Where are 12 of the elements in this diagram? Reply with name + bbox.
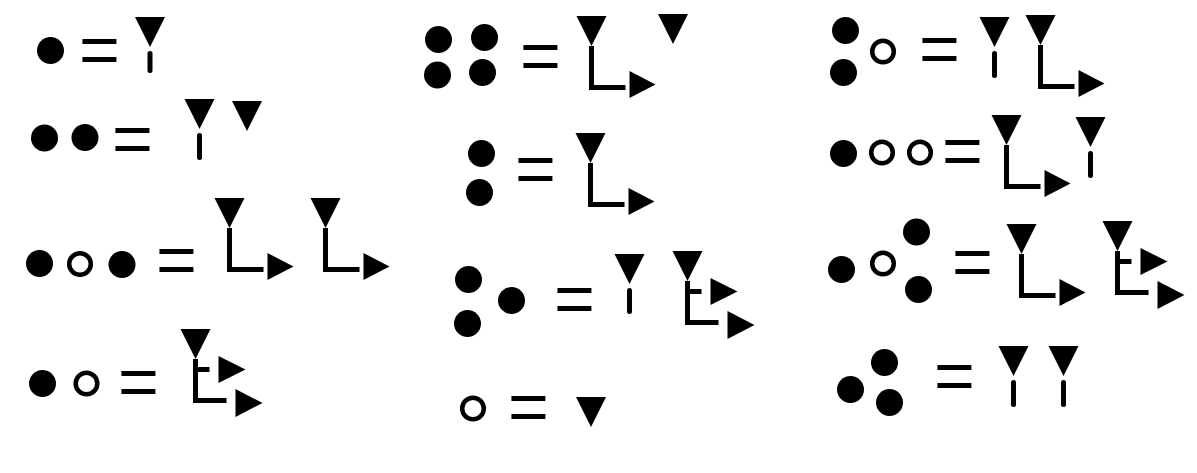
equals-sign: = (934, 364, 975, 389)
equals-sign: = (919, 37, 960, 62)
equals-sign: = (156, 247, 197, 273)
equals-sign: = (952, 250, 993, 275)
equals-sign: = (515, 157, 556, 182)
equals-sign: = (118, 370, 159, 395)
equals-sign: = (508, 395, 549, 420)
equals-sign: = (112, 126, 153, 152)
equals-sign: = (79, 38, 120, 63)
equals-sign: = (554, 286, 595, 312)
equals-sign: = (520, 44, 561, 70)
equals-sign: = (942, 139, 983, 164)
